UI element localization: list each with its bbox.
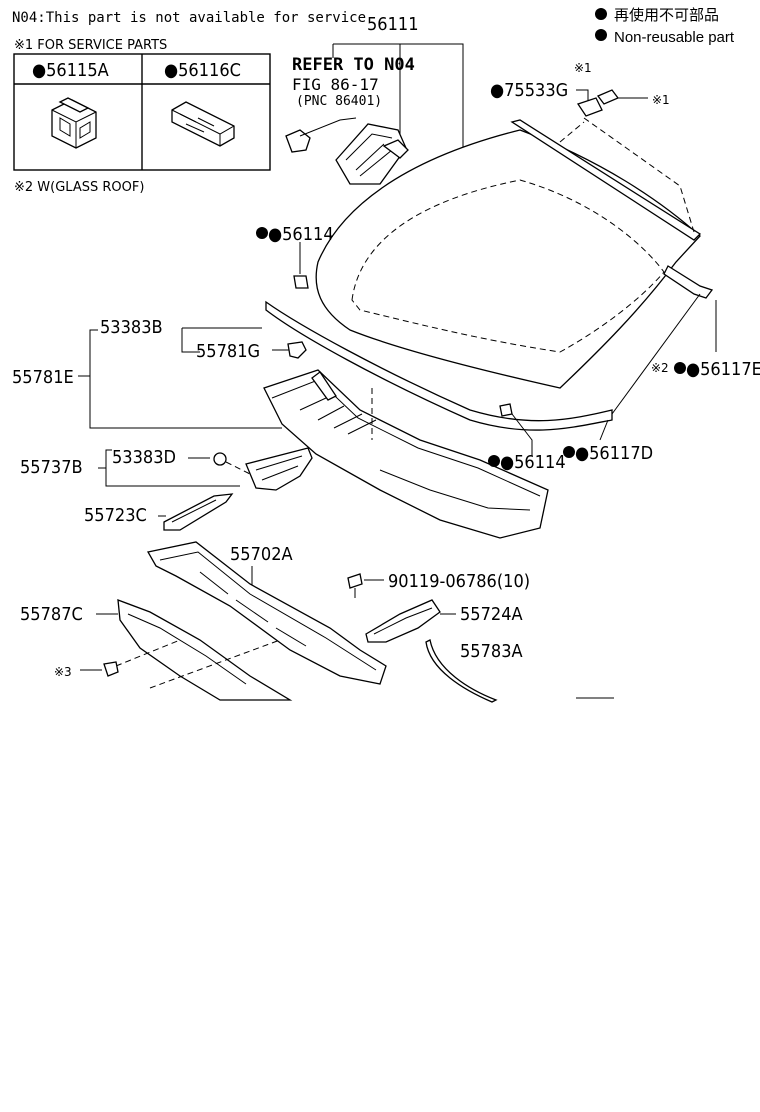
cowl-top-panel-drawing	[263, 369, 549, 539]
part-56111-label: 56111	[367, 14, 419, 35]
service-parts-note: ※1 FOR SERVICE PARTS	[14, 38, 167, 53]
glass-roof-note: ※2 W(GLASS ROOF)	[14, 180, 144, 195]
cowl-lower-panel-drawing	[117, 599, 293, 701]
legend-japanese: 再使用不可部品	[614, 7, 719, 24]
mark1-upper: ※1	[574, 61, 592, 75]
clip-56115a-drawing	[51, 97, 97, 149]
part-55723c-label: 55723C	[84, 505, 147, 526]
refer-line-2: FIG 86-17	[292, 75, 379, 94]
part-55783a-label: 55783A	[460, 641, 523, 662]
part-56114-bottom-label: ●56114	[500, 452, 566, 473]
refer-line-3: (PNC 86401)	[296, 94, 382, 109]
n04-note: N04:This part is not available for servi…	[12, 10, 366, 26]
part-53383b-label: 53383B	[100, 317, 163, 338]
legend-english: Non-reusable part	[614, 29, 735, 46]
part-75533g-label: ●75533G	[490, 80, 568, 101]
clip-56116c-drawing	[171, 101, 235, 147]
part-55781g-label: 55781G	[196, 341, 260, 362]
part-56117d-label: ●56117D	[575, 443, 653, 464]
refer-line-1: REFER TO N04	[292, 55, 415, 75]
mark3: ※3	[54, 665, 72, 679]
service-part-56115a: ●56115A	[32, 60, 109, 81]
part-55787c-label: 55787C	[20, 604, 83, 625]
part-55737b-label: 55737B	[20, 457, 83, 478]
mirror-base-drawing	[285, 117, 409, 185]
service-part-56116c: ●56116C	[164, 60, 241, 81]
part-56117e-label: ●56117E	[686, 359, 760, 380]
service-parts-table: ●56115A ●56116C	[13, 53, 271, 171]
part-53383d-label: 53383D	[112, 447, 176, 468]
part-55702a-label: 55702A	[230, 544, 293, 565]
mark2: ※2	[651, 361, 669, 375]
part-56114-top-label: ●56114	[268, 224, 334, 245]
part-55724a-label: 55724A	[460, 604, 523, 625]
cowl-inner-panel-drawing	[146, 541, 387, 685]
mark1-right: ※1	[652, 93, 670, 107]
windshield-glass-drawing	[315, 119, 714, 415]
part-55781e-label: 55781E	[12, 367, 74, 388]
part-90119-label: 90119-06786(10)	[388, 571, 530, 592]
